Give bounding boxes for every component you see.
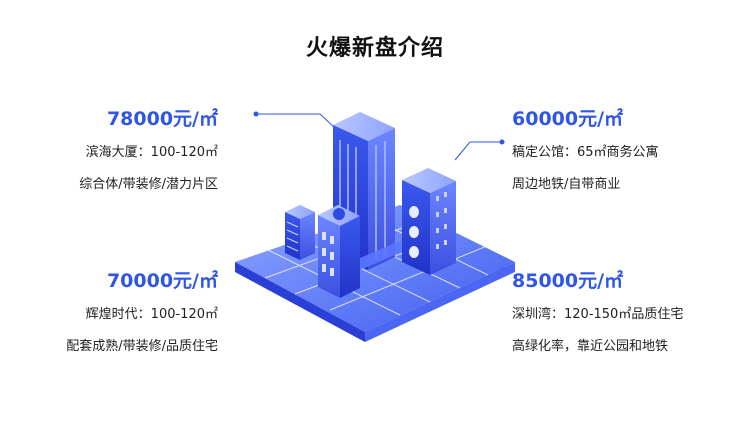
listing-card: 78000元/㎡ 滨海大厦：100-120㎡ 综合体/带装修/潜力片区: [40, 104, 218, 192]
listing-detail: 稿定公馆：65㎡商务公寓: [512, 145, 659, 160]
listing-detail: 滨海大厦：100-120㎡: [85, 145, 218, 160]
listing-card: 85000元/㎡ 深圳湾：120-150㎡品质住宅 高绿化率，靠近公园和地铁: [512, 266, 683, 354]
listing-price: 85000元/㎡: [512, 270, 624, 292]
listing-tags: 高绿化率，靠近公园和地铁: [512, 339, 669, 354]
page-title: 火爆新盘介绍: [305, 36, 444, 61]
front-building: [318, 205, 360, 298]
listing-card: 60000元/㎡ 稿定公馆：65㎡商务公寓 周边地铁/自带商业: [512, 104, 659, 192]
listing-tags: 配套成熟/带装修/品质住宅: [66, 339, 218, 354]
listing-detail: 辉煌时代：100-120㎡: [85, 307, 218, 322]
listing-price: 70000元/㎡: [106, 270, 218, 292]
listing-detail: 深圳湾：120-150㎡品质住宅: [512, 307, 684, 322]
listing-price: 60000元/㎡: [512, 108, 624, 130]
listing-price: 78000元/㎡: [106, 108, 218, 130]
listing-tags: 综合体/带装修/潜力片区: [79, 177, 218, 192]
right-building: [402, 168, 456, 275]
listing-card: 70000元/㎡ 辉煌时代：100-120㎡ 配套成熟/带装修/品质住宅: [40, 266, 218, 354]
small-building: [285, 205, 315, 260]
listing-tags: 周边地铁/自带商业: [512, 177, 621, 192]
